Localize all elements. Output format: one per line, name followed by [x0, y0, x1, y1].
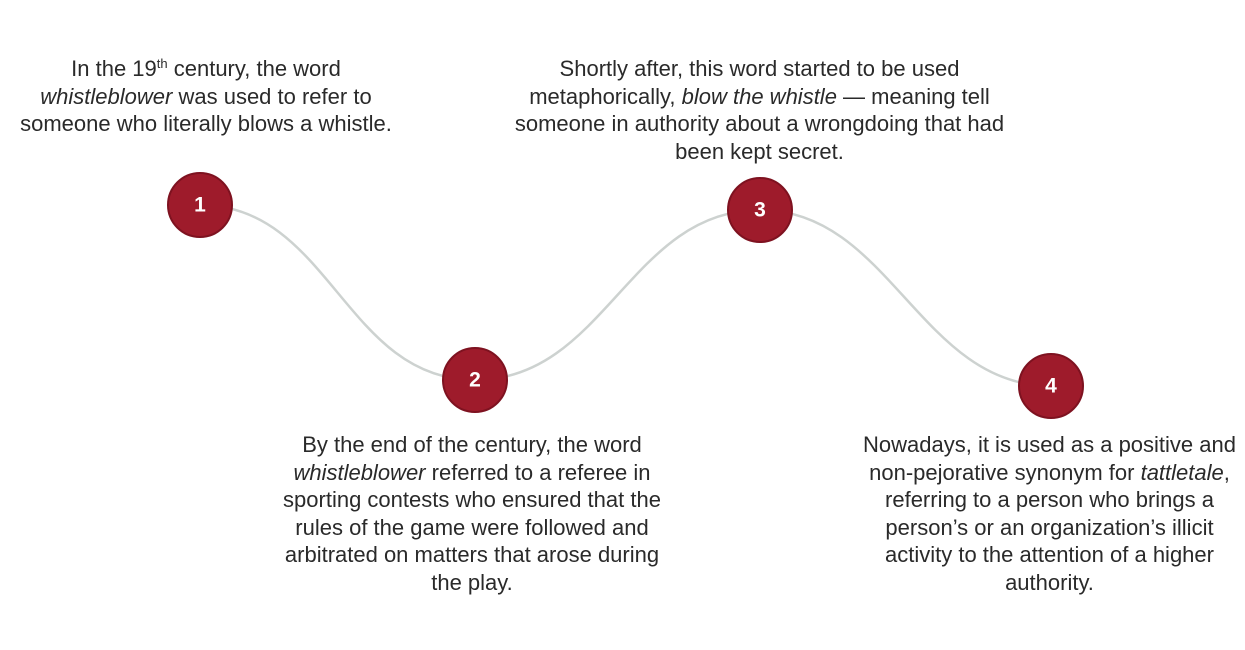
step-3-text-part: — meaning tell someone in authority abou…: [514, 83, 1005, 164]
step-1-caption: In the 19th century, the word whistleblo…: [20, 55, 392, 138]
step-marker-1: 1: [167, 172, 233, 238]
step-4-text-part: , referring to a person who brings a per…: [885, 459, 1230, 595]
step-3-emphasis: blow the whistle: [681, 83, 837, 109]
step-1-text-part: In the 19: [71, 56, 157, 81]
step-1-emphasis: whistleblower: [40, 83, 173, 109]
step-3-text-part: Shortly after, this word started to be u…: [529, 56, 960, 109]
step-circle-1: [167, 172, 233, 238]
step-4-caption: Nowadays, it is used as a positive and n…: [862, 431, 1237, 596]
step-3-caption: Shortly after, this word started to be u…: [512, 55, 1007, 165]
step-number-1: 1: [194, 194, 206, 217]
step-1-text-part: century, the word: [167, 56, 341, 81]
step-number-3: 3: [754, 199, 766, 222]
step-number-4: 4: [1045, 375, 1057, 398]
step-circle-2: [442, 347, 508, 413]
step-marker-2: 2: [442, 347, 508, 413]
step-1-superscript: th: [156, 56, 168, 71]
step-2-caption: By the end of the century, the word whis…: [272, 431, 672, 596]
step-4-emphasis: tattletale: [1140, 459, 1224, 485]
step-circle-4: [1018, 353, 1084, 419]
step-2-text-part: By the end of the century, the word: [302, 432, 642, 457]
step-circle-3: [727, 177, 793, 243]
step-4-text-part: Nowadays, it is used as a positive and n…: [863, 432, 1236, 485]
step-2-text-part: referred to a referee in sporting contes…: [283, 459, 661, 595]
step-2-emphasis: whistleblower: [293, 459, 426, 485]
step-1-text-part: was used to refer to someone who literal…: [20, 83, 392, 137]
step-marker-3: 3: [727, 177, 793, 243]
step-marker-4: 4: [1018, 353, 1084, 419]
connector-curve: [199, 203, 1052, 388]
step-number-2: 2: [469, 369, 481, 392]
